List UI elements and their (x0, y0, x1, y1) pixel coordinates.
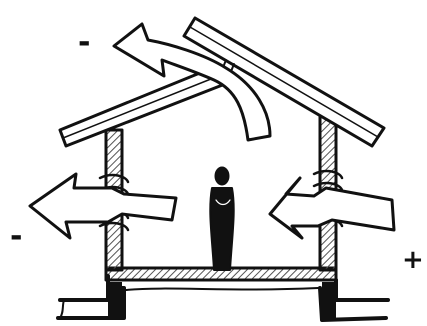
lower-roof-plane (60, 66, 225, 146)
person-figure (210, 167, 233, 270)
roof-minus-sign: - (78, 25, 90, 60)
right-plus-sign: + (402, 245, 424, 275)
outflow-arrow-left (30, 174, 176, 238)
left-minus-sign: - (10, 219, 22, 254)
ground-foundation (58, 268, 388, 320)
